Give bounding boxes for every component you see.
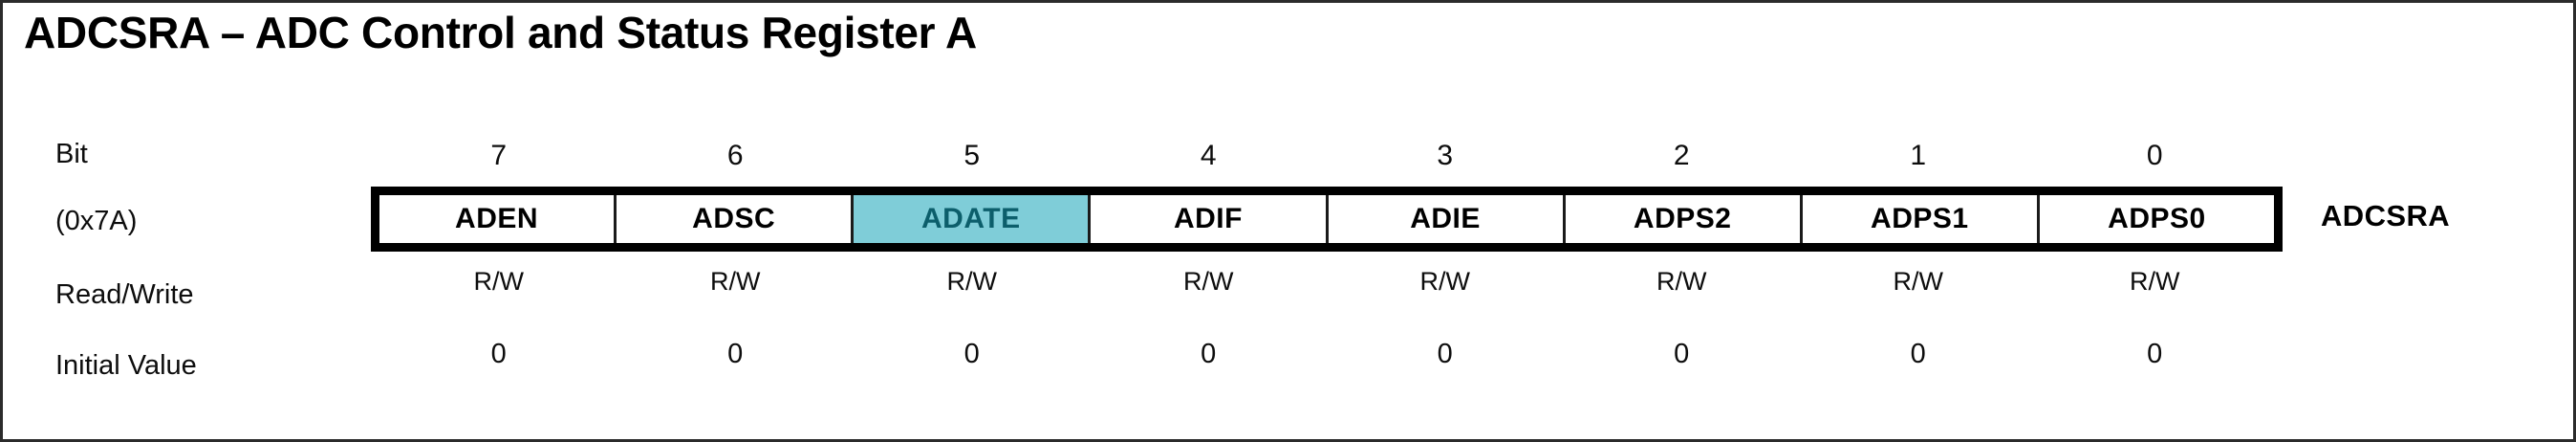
row-label-initial-value: Initial Value (55, 350, 197, 381)
bit-number-6: 6 (726, 140, 744, 171)
bit-cell-adif[interactable]: ADIF (1091, 195, 1329, 243)
bit-number-3: 3 (1437, 140, 1454, 171)
read-write-adps1: R/W (1893, 267, 1943, 296)
initial-value-adie: 0 (1437, 339, 1453, 369)
bit-number-5: 5 (963, 140, 981, 171)
read-write-adps0: R/W (2130, 267, 2180, 296)
initial-value-adps2: 0 (1674, 339, 1690, 369)
read-write-adif: R/W (1183, 267, 1234, 296)
bit-number-row: 7 6 5 4 3 2 1 0 (380, 137, 2273, 175)
bit-cell-adps0[interactable]: ADPS0 (2039, 195, 2274, 243)
initial-value-adif: 0 (1201, 339, 1217, 369)
bit-cell-adps2[interactable]: ADPS2 (1565, 195, 1803, 243)
initial-value-row: 0 0 0 0 0 0 0 0 (380, 336, 2273, 372)
read-write-row: R/W R/W R/W R/W R/W R/W R/W R/W (380, 263, 2273, 299)
row-label-bit: Bit (55, 139, 88, 169)
bit-cell-adps1[interactable]: ADPS1 (1802, 195, 2040, 243)
row-label-read-write: Read/Write (55, 279, 194, 310)
bit-cell-adie[interactable]: ADIE (1328, 195, 1566, 243)
bit-cell-aden[interactable]: ADEN (379, 195, 617, 243)
read-write-adie: R/W (1419, 267, 1470, 296)
initial-value-adps1: 0 (1910, 339, 1926, 369)
initial-value-adps0: 0 (2147, 339, 2163, 369)
initial-value-aden: 0 (490, 339, 507, 369)
read-write-adate: R/W (946, 267, 997, 296)
bit-number-0: 0 (2146, 140, 2163, 171)
bit-cell-adsc[interactable]: ADSC (617, 195, 855, 243)
initial-value-adate: 0 (963, 339, 980, 369)
register-name-label: ADCSRA (2321, 199, 2451, 232)
row-label-address: (0x7A) (55, 206, 138, 236)
bit-number-1: 1 (1910, 140, 1927, 171)
initial-value-adsc: 0 (727, 339, 744, 369)
read-write-adsc: R/W (710, 267, 761, 296)
read-write-aden: R/W (473, 267, 524, 296)
bit-cell-adate[interactable]: ADATE (854, 195, 1092, 243)
read-write-adps2: R/W (1656, 267, 1707, 296)
bit-number-4: 4 (1200, 140, 1217, 171)
page-title: ADCSRA – ADC Control and Status Register… (24, 8, 977, 57)
bit-number-7: 7 (490, 140, 508, 171)
bit-number-2: 2 (1673, 140, 1690, 171)
